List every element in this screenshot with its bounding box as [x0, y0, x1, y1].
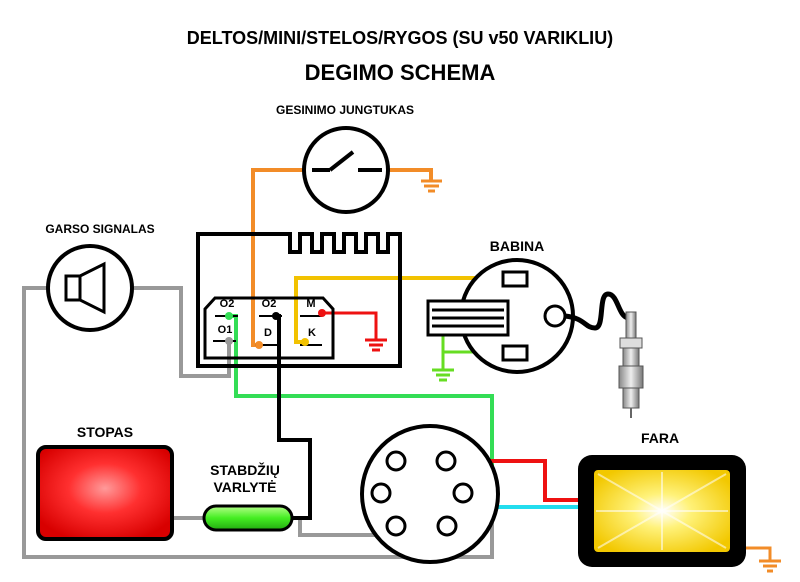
- wire-orange-ground: [388, 168, 433, 180]
- terminal-k: K: [308, 327, 316, 339]
- terminal-o2-right: O2: [261, 298, 277, 310]
- ground-symbol-red: [365, 338, 387, 352]
- headlight-label: FARA: [640, 430, 680, 446]
- headlight: [578, 455, 746, 567]
- light-switch: [360, 424, 500, 564]
- wire-red-headlight: [446, 459, 578, 502]
- kill-switch-label: GESINIMO JUNGTUKAS: [275, 103, 414, 117]
- brake-switch: [202, 504, 294, 532]
- brake-switch-label-line2: VARLYTĖ: [213, 479, 277, 495]
- tail-light-label: STOPAS: [76, 424, 134, 440]
- magneto-stator: [196, 232, 402, 368]
- spark-plug-icon: [618, 311, 644, 418]
- diagram-subtitle: DEGIMO SCHEMA: [304, 60, 496, 85]
- terminal-o2-left: O2: [219, 298, 235, 310]
- terminal-o1: O1: [217, 324, 233, 336]
- kill-switch: [302, 126, 390, 214]
- horn-label: GARSO SIGNALAS: [45, 222, 155, 236]
- ground-symbol-headlight: [746, 546, 781, 573]
- horn-icon: [46, 244, 134, 332]
- coil-label: BABINA: [489, 238, 545, 254]
- ground-symbol-kill-switch: [421, 179, 442, 193]
- terminal-m: M: [306, 298, 316, 310]
- tail-light: [36, 445, 174, 541]
- wire-gray-horn-left: [22, 286, 494, 559]
- terminal-d: D: [264, 327, 272, 339]
- brake-switch-label-line1: STABDŽIŲ: [210, 462, 280, 478]
- diagram-title: DELTOS/MINI/STELOS/RYGOS (SU v50 VARIKLI…: [186, 28, 614, 48]
- ground-symbol-coil: [432, 368, 454, 382]
- ignition-coil: [426, 258, 630, 374]
- wire-red-ground: [322, 311, 378, 340]
